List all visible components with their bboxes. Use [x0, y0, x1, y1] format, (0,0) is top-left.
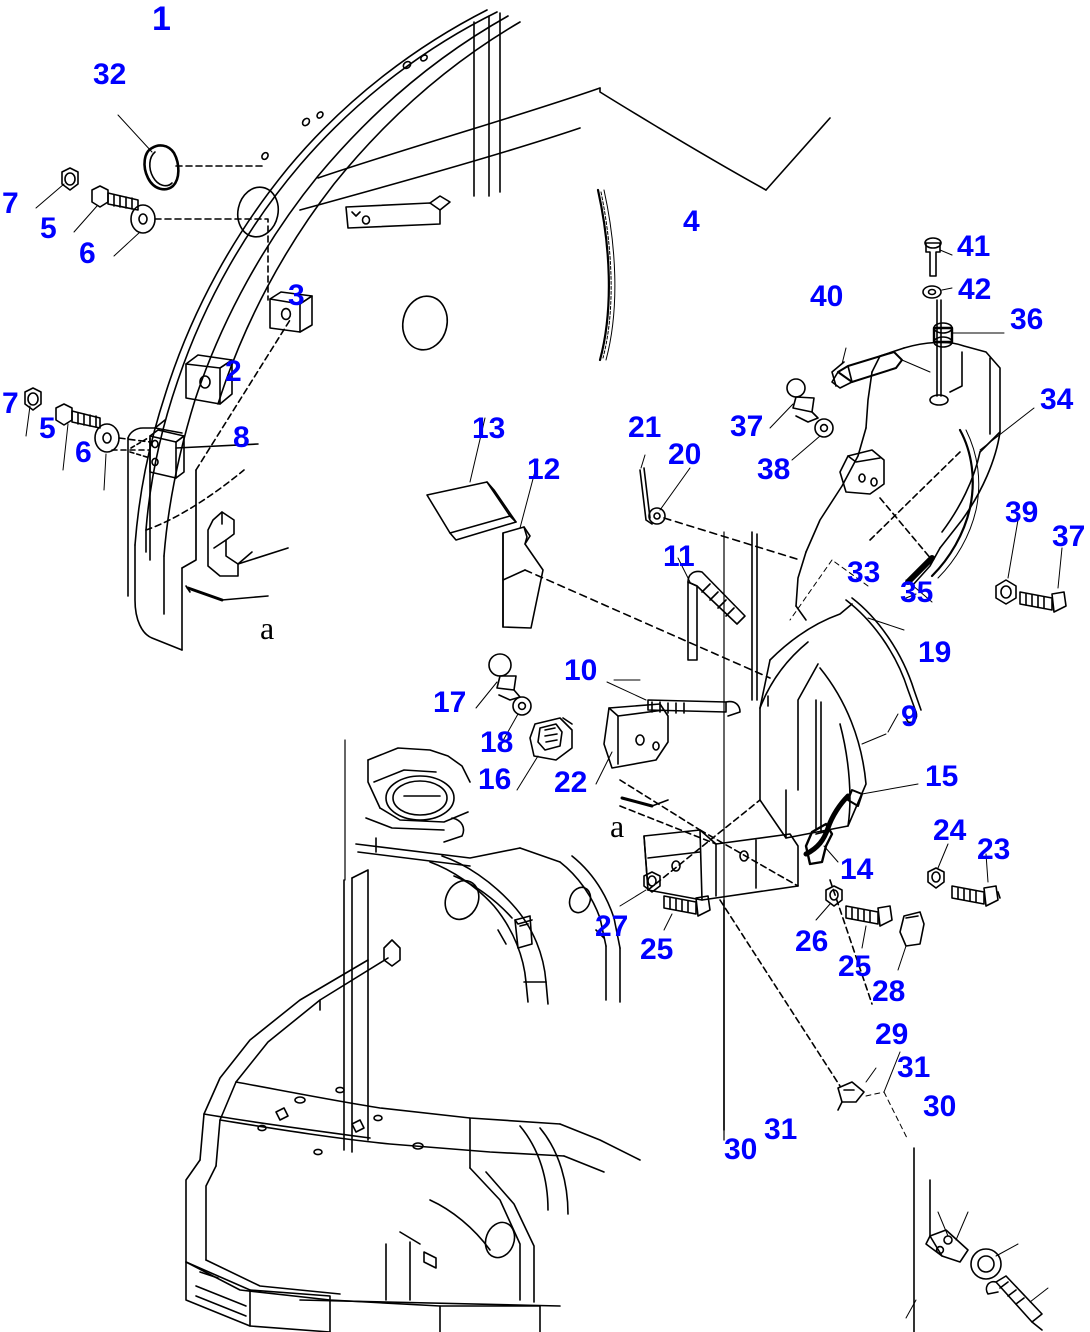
callout-number-31: 31	[897, 1051, 931, 1084]
callout-number-15: 15	[925, 760, 959, 793]
machine-chassis	[185, 747, 641, 1332]
right-frame-bracket	[769, 237, 1067, 621]
callout-number-39: 39	[1005, 496, 1039, 529]
callout-number-37: 37	[730, 410, 764, 443]
callout-number-2: 2	[225, 355, 242, 388]
callout-number-28: 28	[872, 975, 906, 1008]
callout-number-7: 7	[2, 387, 19, 420]
callout-number-10: 10	[564, 654, 598, 687]
callout-number-9: 9	[901, 700, 918, 733]
mid-left-hardware	[24, 387, 151, 491]
callout-number-5: 5	[40, 212, 57, 245]
section-mark-a: a	[610, 808, 625, 844]
callout-number-25: 25	[640, 933, 674, 966]
callout-number-11: 11	[663, 540, 695, 573]
center-guard-assembly	[426, 417, 1001, 1141]
section-mark-a: a	[260, 610, 275, 646]
callout-number-38: 38	[757, 453, 791, 486]
callout-number-30: 30	[724, 1133, 758, 1166]
construction-lines	[195, 469, 725, 1141]
callout-number-8: 8	[233, 421, 250, 454]
callout-number-31: 31	[764, 1113, 798, 1146]
callout-number-6: 6	[75, 436, 92, 469]
callout-number-18: 18	[480, 726, 514, 759]
callout-number-19: 19	[918, 636, 952, 669]
callout-number-29: 29	[875, 1018, 909, 1051]
callout-number-6: 6	[79, 237, 96, 270]
callout-number-35: 35	[900, 576, 934, 609]
callout-number-33: 33	[847, 556, 881, 589]
callout-number-22: 22	[554, 766, 588, 799]
callout-number-23: 23	[977, 833, 1011, 866]
callout-number-34: 34	[1040, 383, 1074, 416]
callout-number-4: 4	[683, 205, 700, 238]
callout-number-24: 24	[933, 814, 967, 847]
callout-number-36: 36	[1010, 303, 1044, 336]
callout-number-5: 5	[39, 412, 56, 445]
callout-number-21: 21	[628, 411, 662, 444]
callout-number-12: 12	[527, 453, 561, 486]
cab-door-frame-assembly	[111, 9, 831, 651]
callout-number-41: 41	[957, 230, 991, 263]
callout-number-16: 16	[478, 763, 512, 796]
callout-number-7: 7	[2, 187, 19, 220]
callout-number-14: 14	[840, 853, 874, 886]
callout-number-30: 30	[923, 1090, 957, 1123]
callout-number-1: 1	[152, 0, 171, 38]
callout-number-3: 3	[288, 279, 305, 312]
callout-number-25: 25	[838, 950, 872, 983]
callout-number-27: 27	[595, 910, 629, 943]
callout-number-42: 42	[958, 273, 992, 306]
callout-number-40: 40	[810, 280, 844, 313]
callout-number-26: 26	[795, 925, 829, 958]
callout-number-32: 32	[93, 58, 127, 91]
bottom-right-hardware	[905, 1147, 1049, 1332]
callout-number-20: 20	[668, 438, 702, 471]
upper-left-hardware	[35, 114, 269, 301]
callout-number-17: 17	[433, 686, 467, 719]
callout-number-13: 13	[472, 412, 506, 445]
callout-number-37: 37	[1052, 520, 1086, 553]
